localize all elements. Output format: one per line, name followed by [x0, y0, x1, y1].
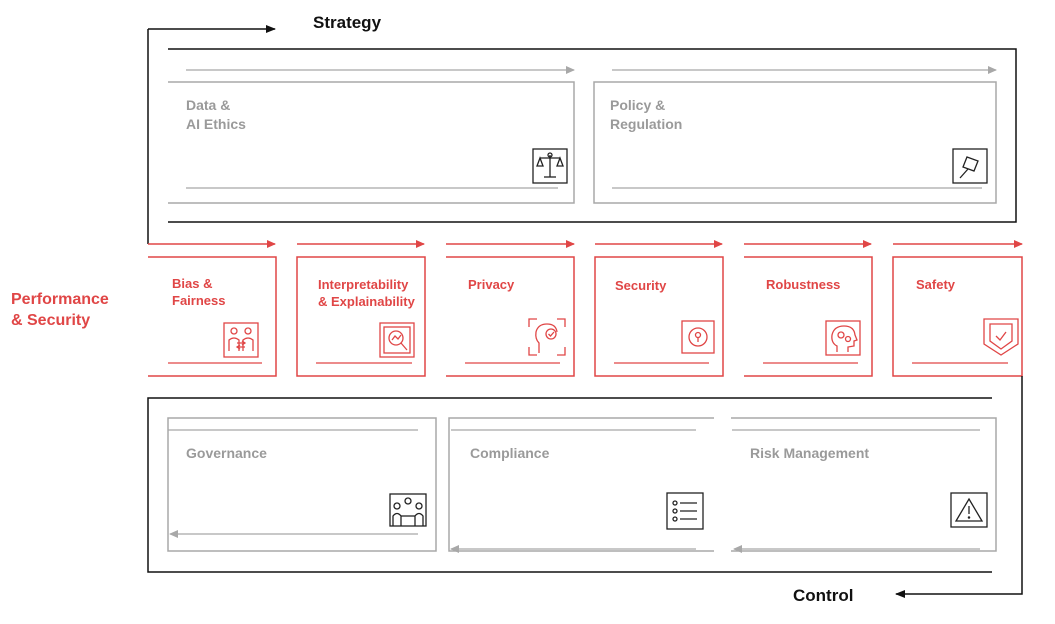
performance-card-bias: [148, 256, 277, 377]
control-card-compliance: [448, 417, 714, 553]
strategy-label: Strategy: [313, 13, 382, 32]
performance-card-safety: [892, 256, 1023, 377]
strategy-card-policy: [593, 66, 997, 204]
scales-icon: [532, 148, 568, 184]
strategy-card-data-ethics: [168, 66, 575, 204]
card-title-line2: AI Ethics: [186, 116, 246, 132]
card-title-line2: Fairness: [172, 293, 226, 308]
control-card-risk: [731, 417, 997, 553]
checklist-icon: [666, 492, 704, 530]
performance-card-interpretability: [296, 256, 426, 377]
lock-keyhole-icon: [681, 320, 715, 354]
strategy-frame: [147, 25, 1017, 244]
card-title-line1: Robustness: [766, 277, 841, 292]
performance-card-privacy: [446, 256, 575, 377]
card-title-line1: Security: [615, 278, 667, 293]
card-title-policy: Policy & Regulation: [610, 96, 682, 134]
card-title-data-ethics: Data & AI Ethics: [186, 96, 246, 134]
card-title-bias: Bias & Fairness: [172, 275, 225, 309]
control-arrow: [895, 376, 1023, 598]
shield-check-icon: [983, 318, 1019, 356]
control-frame: [147, 376, 1023, 598]
side-label-line2: & Security: [11, 312, 91, 329]
card-title-security: Security: [615, 277, 666, 294]
card-title-line1: Safety: [916, 277, 956, 292]
performance-card-security: [594, 256, 724, 377]
card-title-line2: & Explainability: [318, 294, 415, 309]
card-title-safety: Safety: [916, 276, 955, 293]
card-title-compliance: Compliance: [470, 445, 550, 461]
magnifier-analysis-icon: [379, 322, 415, 358]
control-card-governance: [167, 417, 437, 552]
performance-card-robustness: [744, 256, 873, 377]
warning-triangle-icon: [950, 492, 988, 528]
card-title-privacy: Privacy: [468, 276, 514, 293]
card-title-line1: Data &: [186, 97, 231, 113]
card-title-line1: Bias &: [172, 276, 213, 291]
control-label: Control: [793, 586, 854, 605]
card-title-risk-management: Risk Management: [750, 445, 870, 461]
card-title-line1: Privacy: [468, 277, 515, 292]
side-label: Performance & Security: [11, 289, 109, 331]
gavel-icon: [952, 148, 988, 184]
card-title-line1: Interpretability: [318, 277, 409, 292]
meeting-group-icon: [389, 493, 427, 527]
head-gears-icon: [825, 320, 861, 356]
card-title-interpretability: Interpretability & Explainability: [318, 276, 415, 310]
card-title-line1: Policy &: [610, 97, 666, 113]
face-scan-check-icon: [528, 318, 566, 356]
side-label-line1: Performance: [11, 291, 109, 308]
card-title-governance: Governance: [186, 445, 267, 461]
card-title-robustness: Robustness: [766, 276, 840, 293]
card-title-line2: Regulation: [610, 116, 683, 132]
people-exchange-icon: [223, 322, 259, 358]
